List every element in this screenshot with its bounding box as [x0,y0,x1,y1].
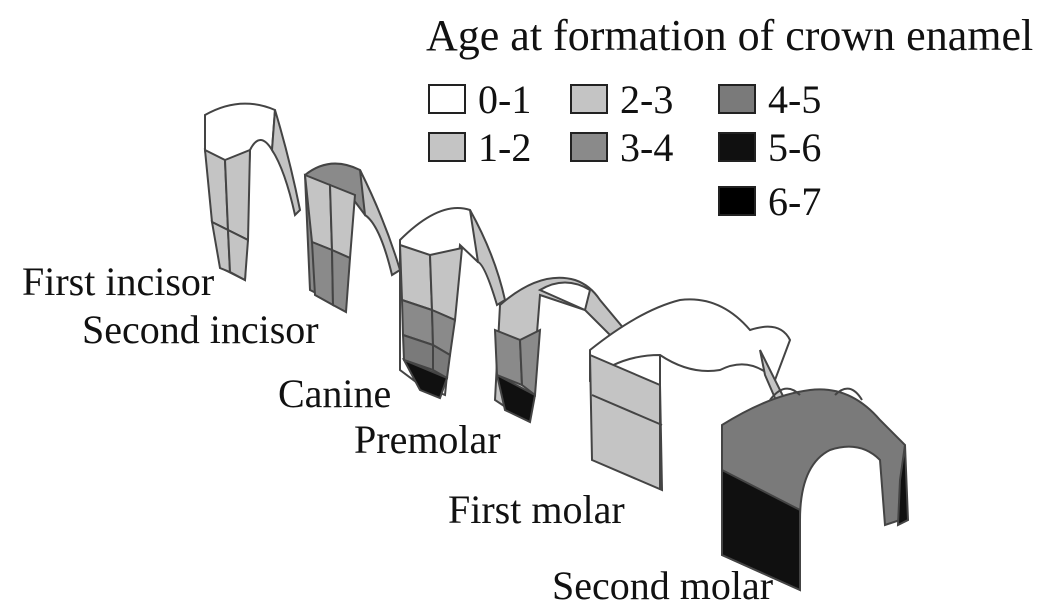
label-second-incisor: Second incisor [82,310,319,350]
label-first-incisor: First incisor [22,262,214,302]
legend-swatch [570,84,608,114]
legend-swatch [428,132,466,162]
legend-swatch [570,132,608,162]
canine-shape [400,208,505,398]
legend-label: 5-6 [768,128,821,168]
label-premolar: Premolar [354,420,501,460]
legend-label: 4-5 [768,80,821,120]
legend-swatch [428,84,466,114]
legend-label: 0-1 [478,80,531,120]
legend-label: 1-2 [478,128,531,168]
label-canine: Canine [278,374,391,414]
legend-label: 6-7 [768,182,821,222]
second-incisor-shape [305,164,400,312]
legend-title: Age at formation of crown enamel [426,14,1033,58]
legend-label: 2-3 [620,80,673,120]
legend-swatch [718,186,756,216]
legend-swatch [718,132,756,162]
second-molar-shape [722,389,908,590]
first-incisor-shape [205,104,300,280]
legend-label: 3-4 [620,128,673,168]
legend-swatch [718,84,756,114]
label-second-molar: Second molar [552,566,773,606]
label-first-molar: First molar [448,490,625,530]
